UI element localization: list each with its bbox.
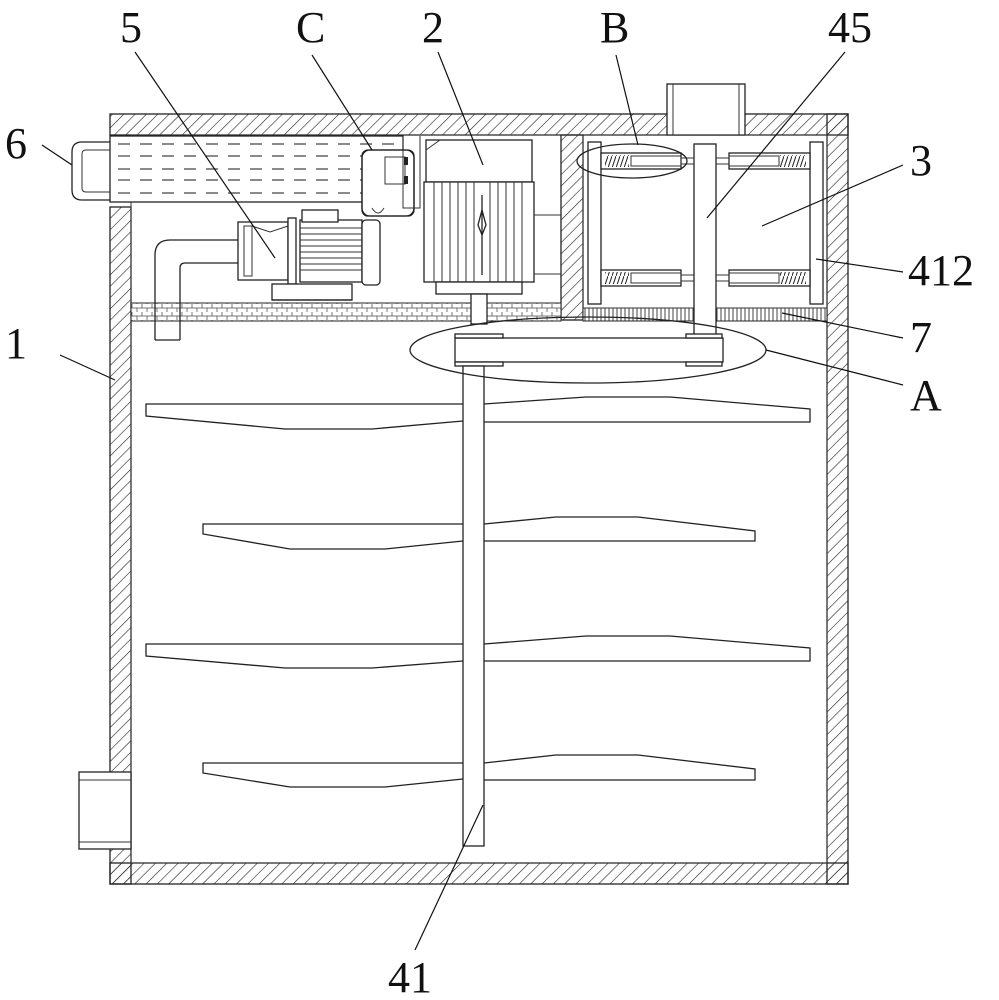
- leader-lines: [41, 51, 904, 951]
- mesh-layer-left: [130, 302, 562, 322]
- label-B: B: [600, 3, 629, 52]
- blade: [483, 516, 756, 542]
- label-6: 6: [5, 119, 27, 168]
- spring-assembly-bottom-right: [716, 269, 811, 287]
- detail-box-C: [361, 149, 415, 217]
- blade: [483, 396, 811, 423]
- spring-assembly-top-left: [600, 152, 694, 170]
- water-pump: [154, 209, 381, 341]
- label-45: 45: [828, 3, 872, 52]
- spring-assembly-bottom-left: [600, 269, 694, 287]
- stirring-shaft: [462, 365, 485, 847]
- blade: [202, 523, 464, 550]
- water-tank: [71, 135, 421, 217]
- belt-transmission: [454, 333, 724, 367]
- blade: [483, 635, 811, 662]
- detail-ellipse-B: [576, 143, 688, 179]
- label-1: 1: [5, 319, 27, 368]
- inlet-pipe: [666, 83, 746, 136]
- spring-assembly-top-right: [716, 152, 811, 170]
- label-5: 5: [120, 3, 142, 52]
- blade: [483, 754, 756, 781]
- housing-bottom-wall: [109, 862, 849, 885]
- label-3: 3: [910, 136, 932, 185]
- partition-wall: [560, 134, 584, 321]
- tank-handle[interactable]: [71, 141, 110, 201]
- blade: [145, 403, 464, 430]
- blade: [145, 643, 464, 669]
- drive-motor: [423, 139, 561, 325]
- label-41: 41: [388, 953, 432, 1000]
- label-412: 412: [908, 246, 974, 295]
- tank-housing: [109, 113, 849, 885]
- label-A: A: [910, 371, 942, 420]
- blade: [202, 762, 464, 788]
- stirring-blades: [145, 396, 811, 788]
- outlet-pipe: [78, 771, 132, 850]
- label-C: C: [296, 3, 325, 52]
- label-2: 2: [422, 3, 444, 52]
- label-7: 7: [910, 313, 932, 362]
- housing-right-wall: [826, 113, 849, 885]
